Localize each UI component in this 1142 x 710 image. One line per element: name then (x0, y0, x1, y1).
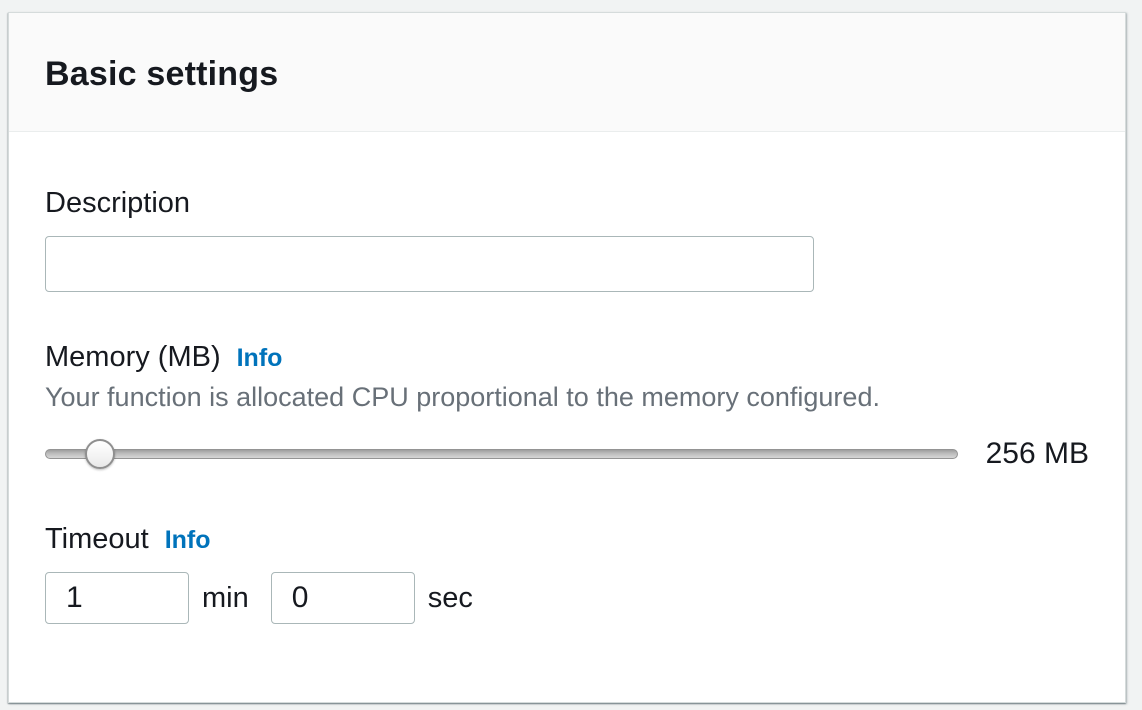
memory-value: 256 MB (985, 437, 1089, 470)
card-body: Description Memory (MB) Info Your functi… (9, 132, 1125, 624)
basic-settings-card: Basic settings Description Memory (MB) I… (8, 12, 1126, 703)
timeout-seconds-input[interactable] (270, 572, 415, 624)
timeout-minutes-unit-label: min (202, 581, 249, 614)
description-label: Description (45, 187, 191, 219)
memory-slider-row: 256 MB (45, 437, 1089, 470)
memory-group: Memory (MB) Info Your function is alloca… (45, 340, 1089, 470)
memory-slider-track[interactable] (45, 449, 958, 459)
page-title: Basic settings (45, 55, 279, 93)
memory-label: Memory (MB) (45, 341, 221, 373)
memory-helper-text: Your function is allocated CPU proportio… (45, 382, 880, 412)
memory-info-link[interactable]: Info (236, 344, 283, 372)
timeout-info-link[interactable]: Info (164, 526, 211, 554)
timeout-label: Timeout (45, 523, 149, 555)
description-group: Description (45, 186, 1089, 292)
description-input[interactable] (45, 236, 814, 292)
timeout-minutes-input[interactable] (45, 572, 189, 624)
memory-slider[interactable] (45, 438, 958, 470)
timeout-row: min sec (45, 572, 1089, 624)
timeout-group: Timeout Info min sec (45, 522, 1089, 624)
memory-slider-handle[interactable] (84, 439, 115, 469)
timeout-seconds-unit-label: sec (427, 581, 473, 614)
card-header: Basic settings (9, 13, 1125, 132)
